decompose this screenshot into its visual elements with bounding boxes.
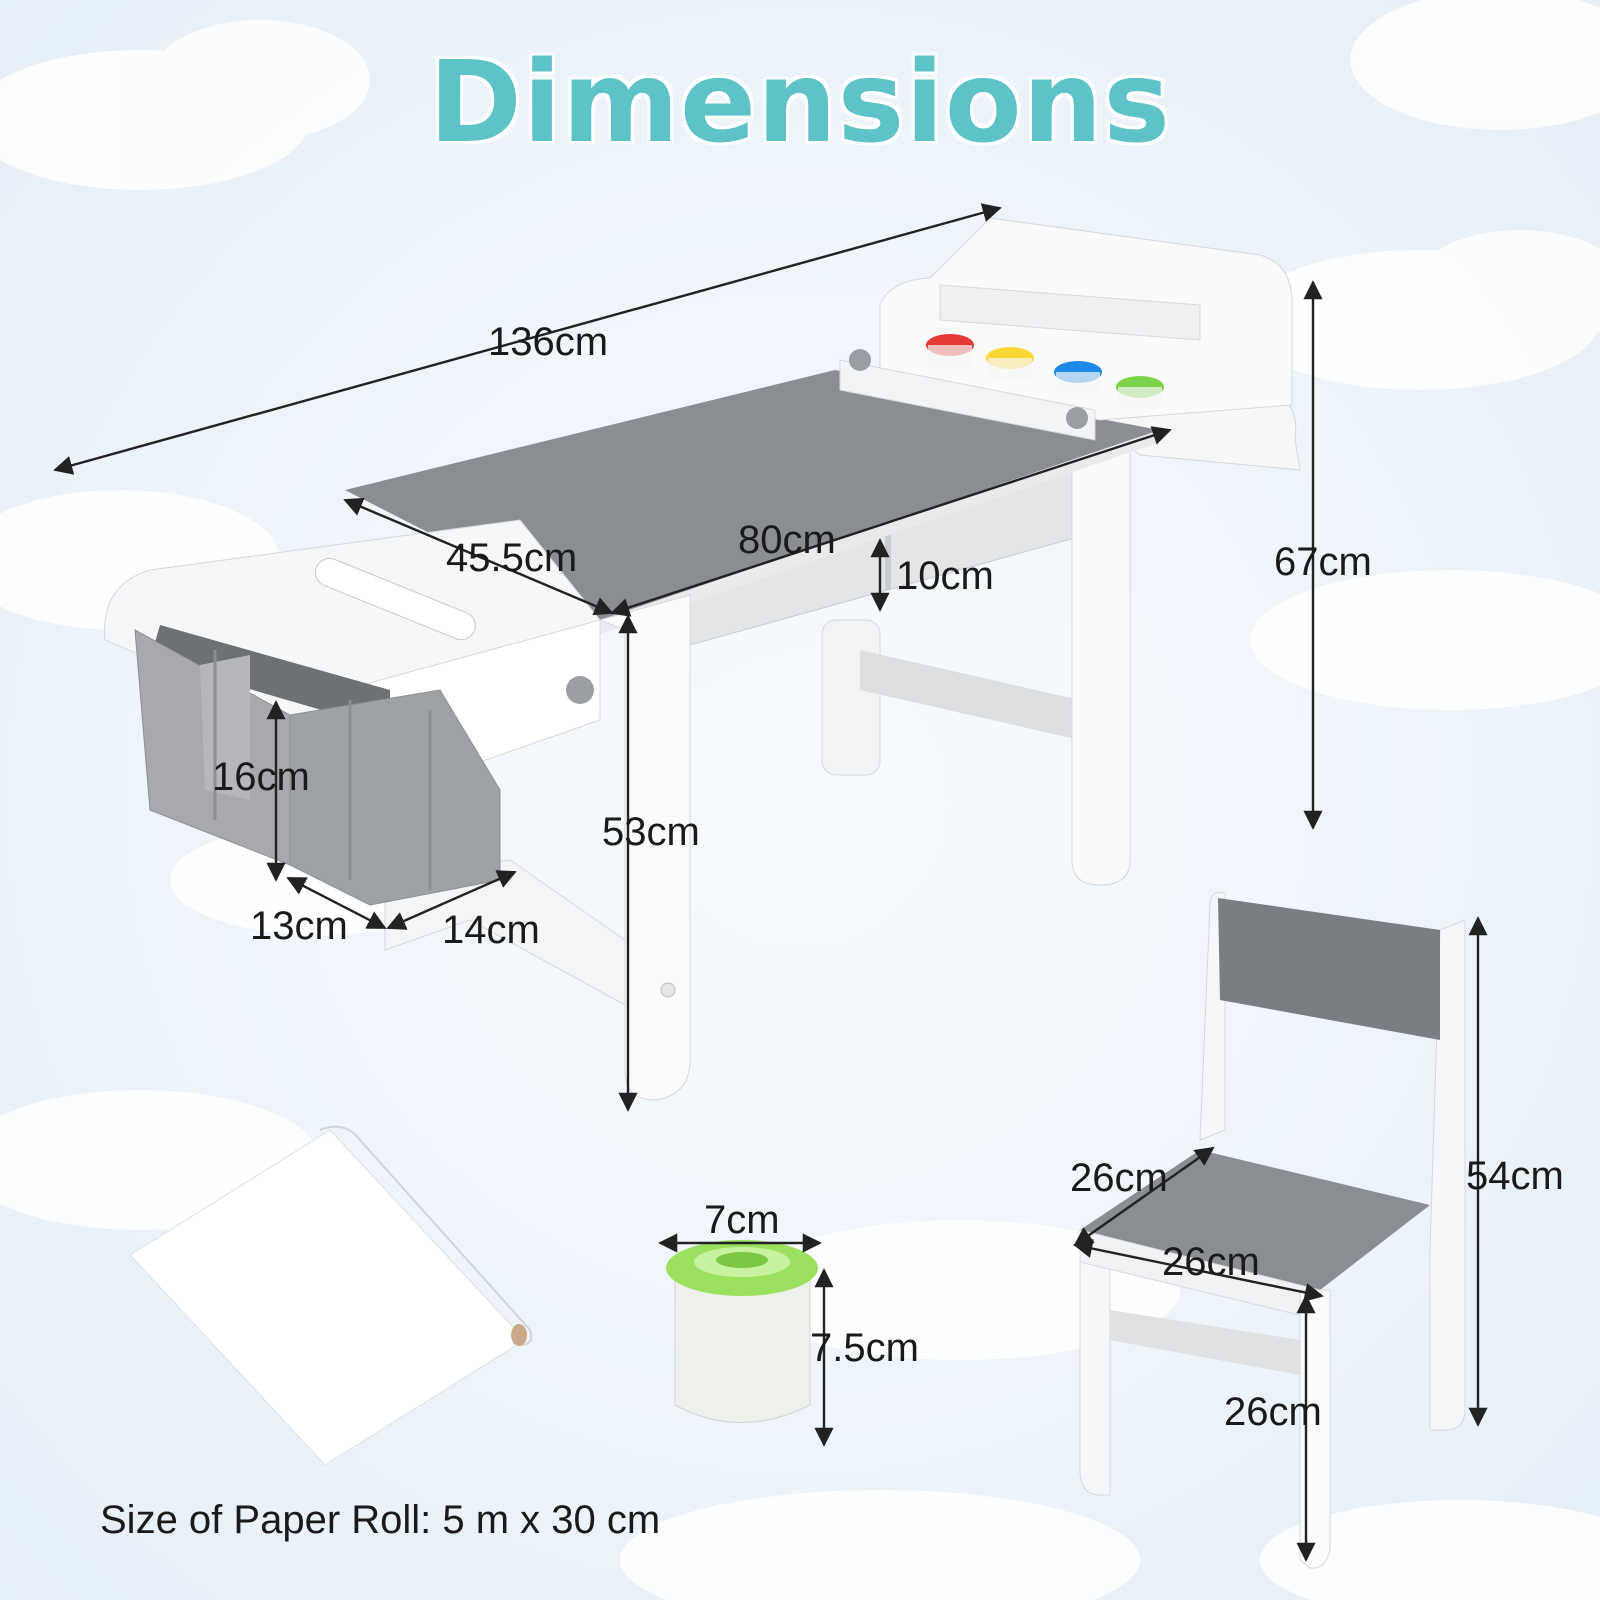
roller-knob (566, 676, 594, 704)
arrow-bin-depth (286, 876, 387, 930)
label-seat-width: 26cm (1162, 1240, 1260, 1284)
label-bin-height: 16cm (212, 755, 310, 799)
page-title: Dimensions (428, 38, 1172, 168)
desk-back-leg (821, 619, 881, 776)
desk-crossbar (860, 650, 1080, 740)
label-cup-diameter: 7cm (704, 1198, 780, 1242)
dimension-arrows (53, 203, 1488, 1562)
label-bin-width: 14cm (442, 908, 540, 952)
label-chair-height: 54cm (1466, 1154, 1564, 1198)
fabric-storage-bins (134, 625, 501, 906)
label-seat-depth: 26cm (1070, 1156, 1168, 1200)
arrow-seat-width (1073, 1239, 1324, 1302)
paper-roll-size-note: Size of Paper Roll: 5 m x 30 cm (100, 1498, 661, 1542)
label-desk-total-height: 67cm (1274, 540, 1372, 584)
paper-roll (129, 1125, 533, 1466)
label-desk-depth: 45.5cm (446, 536, 578, 580)
desk-right-leg (1071, 439, 1131, 886)
arrow-desk-depth (343, 497, 614, 616)
label-desk-top-length: 80cm (738, 518, 836, 562)
label-desk-surface-height: 53cm (602, 810, 700, 854)
water-cup (666, 1240, 818, 1423)
arrow-bin-width (386, 870, 517, 930)
label-cup-height: 7.5cm (810, 1326, 919, 1370)
label-bin-depth: 13cm (250, 904, 348, 948)
chair-backrest (1218, 898, 1440, 1040)
label-seat-height: 26cm (1224, 1390, 1322, 1434)
arrow-total-length (53, 203, 1002, 475)
arrow-seat-depth (1073, 1146, 1215, 1247)
label-desk-total-length: 136cm (488, 320, 609, 364)
label-shelf-height: 10cm (896, 554, 994, 598)
arrow-top-length (610, 426, 1172, 617)
